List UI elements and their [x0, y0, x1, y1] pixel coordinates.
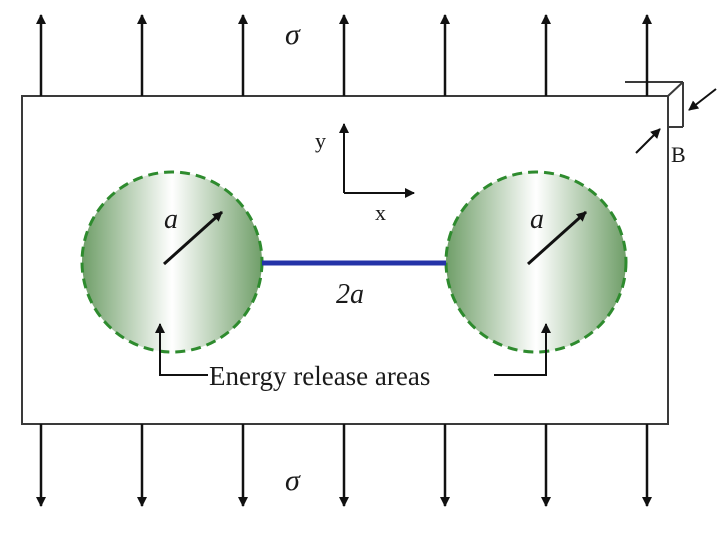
crack-length-label: 2a [336, 279, 364, 310]
energy-release-zone-right [444, 170, 628, 354]
radius-arrow-left [162, 210, 224, 266]
radius-label-left: a [164, 204, 178, 235]
energy-release-label: Energy release areas [209, 361, 430, 391]
stress-label-top: σ [285, 18, 301, 51]
top-stress-arrows [36, 14, 652, 96]
stress-label-bottom: σ [285, 464, 301, 497]
thickness-label: B [671, 142, 686, 167]
callout-arrow-right [494, 323, 551, 376]
thickness-arrow-left [635, 128, 661, 154]
radius-label-right: a [530, 204, 544, 235]
coordinate-axes: y x [315, 123, 415, 225]
bottom-stress-arrows [36, 424, 652, 507]
plate-thickness-edge [625, 81, 684, 128]
energy-release-callout [155, 323, 551, 376]
x-axis-label: x [375, 200, 386, 225]
energy-release-zone-left [80, 170, 264, 354]
thickness-arrow-right [688, 88, 717, 111]
callout-arrow-left [155, 323, 208, 376]
y-axis-label: y [315, 128, 326, 153]
radius-arrow-right [526, 210, 588, 266]
